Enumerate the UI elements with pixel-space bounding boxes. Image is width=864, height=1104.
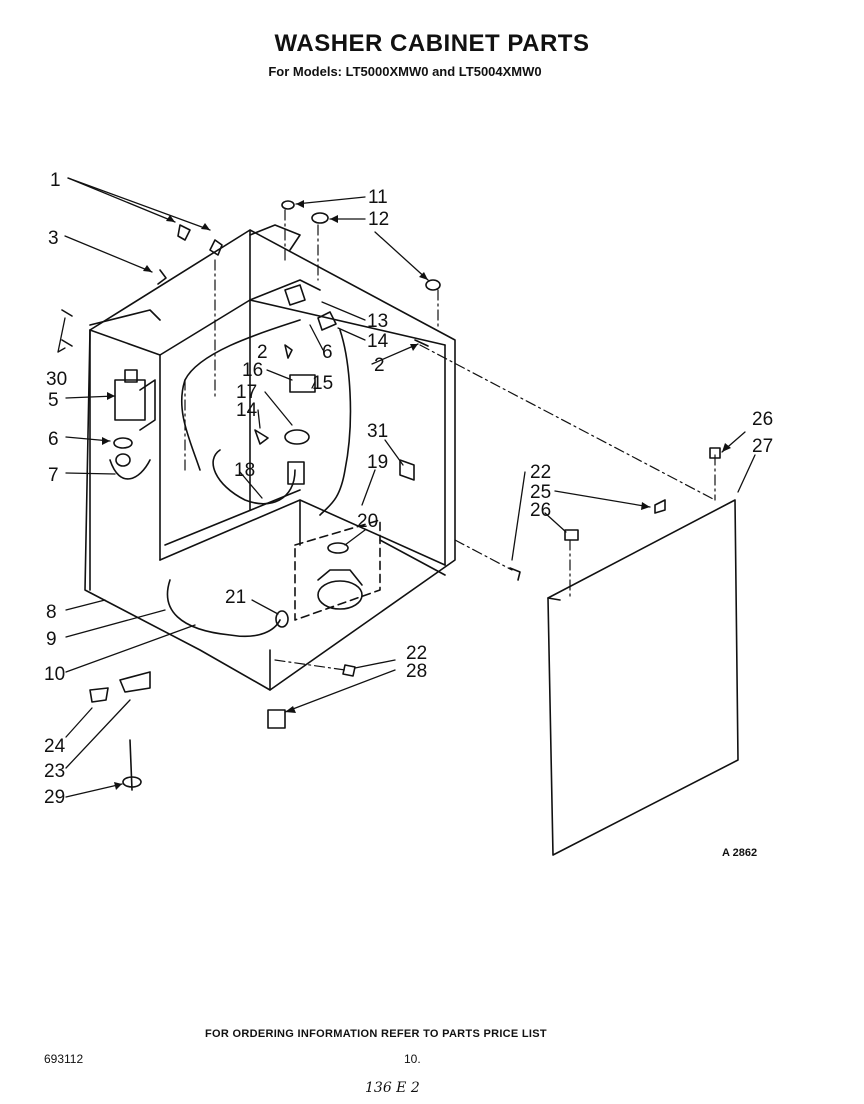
small-parts — [61, 200, 721, 791]
callout-20: 20 — [357, 511, 378, 532]
pump-assembly — [294, 519, 381, 621]
callout-2-right: 2 — [374, 355, 385, 376]
callout-10: 10 — [44, 664, 65, 685]
water-valve — [114, 369, 156, 431]
callout-11: 11 — [368, 187, 388, 208]
document-number: 693112 — [44, 1052, 84, 1066]
callout-19: 19 — [367, 452, 388, 473]
callout-14-center: 14 — [236, 400, 258, 421]
callout-9: 9 — [46, 629, 57, 650]
cabinet-frame — [84, 224, 456, 691]
callout-24: 24 — [44, 736, 66, 757]
callout-28: 28 — [406, 661, 427, 682]
front-panel — [547, 499, 739, 856]
callout-23: 23 — [44, 761, 65, 782]
callout-5: 5 — [48, 390, 59, 411]
callout-labels: 1 3 30 5 6 7 8 9 10 24 23 29 11 12 13 14… — [44, 170, 773, 859]
callout-7: 7 — [48, 465, 59, 486]
page-number: 10. — [404, 1052, 421, 1066]
callout-13: 13 — [367, 311, 388, 332]
callout-18: 18 — [234, 460, 255, 481]
callout-17: 17 — [236, 382, 257, 403]
callout-2-center: 2 — [257, 342, 268, 363]
callout-22-right: 22 — [530, 462, 551, 483]
callout-22-bottom: 22 — [406, 643, 427, 664]
callout-16: 16 — [242, 360, 263, 381]
callout-3: 3 — [48, 228, 59, 249]
callout-12: 12 — [368, 209, 389, 230]
callout-30: 30 — [46, 369, 67, 390]
models-subtitle: For Models: LT5000XMW0 and LT5004XMW0 — [268, 64, 542, 79]
ordering-note: FOR ORDERING INFORMATION REFER TO PARTS … — [205, 1028, 547, 1040]
callout-1: 1 — [50, 170, 61, 191]
diagram-code: A 2862 — [722, 847, 757, 859]
callout-25: 25 — [530, 482, 551, 503]
page-title: WASHER CABINET PARTS — [274, 30, 590, 57]
callout-29: 29 — [44, 787, 65, 808]
callout-15: 15 — [312, 373, 333, 394]
callout-8: 8 — [46, 602, 57, 623]
callout-27: 27 — [752, 436, 773, 457]
leader-lines — [57, 177, 756, 798]
callout-21: 21 — [225, 587, 246, 608]
callout-14: 14 — [367, 331, 389, 352]
callout-26-left: 26 — [530, 500, 551, 521]
callout-6: 6 — [48, 429, 59, 450]
callout-26-right: 26 — [752, 409, 773, 430]
alignment-lines — [184, 209, 716, 671]
handwritten-mark: 136 E 2 — [365, 1080, 420, 1096]
callout-6-center: 6 — [322, 342, 333, 363]
callout-31: 31 — [367, 421, 388, 442]
